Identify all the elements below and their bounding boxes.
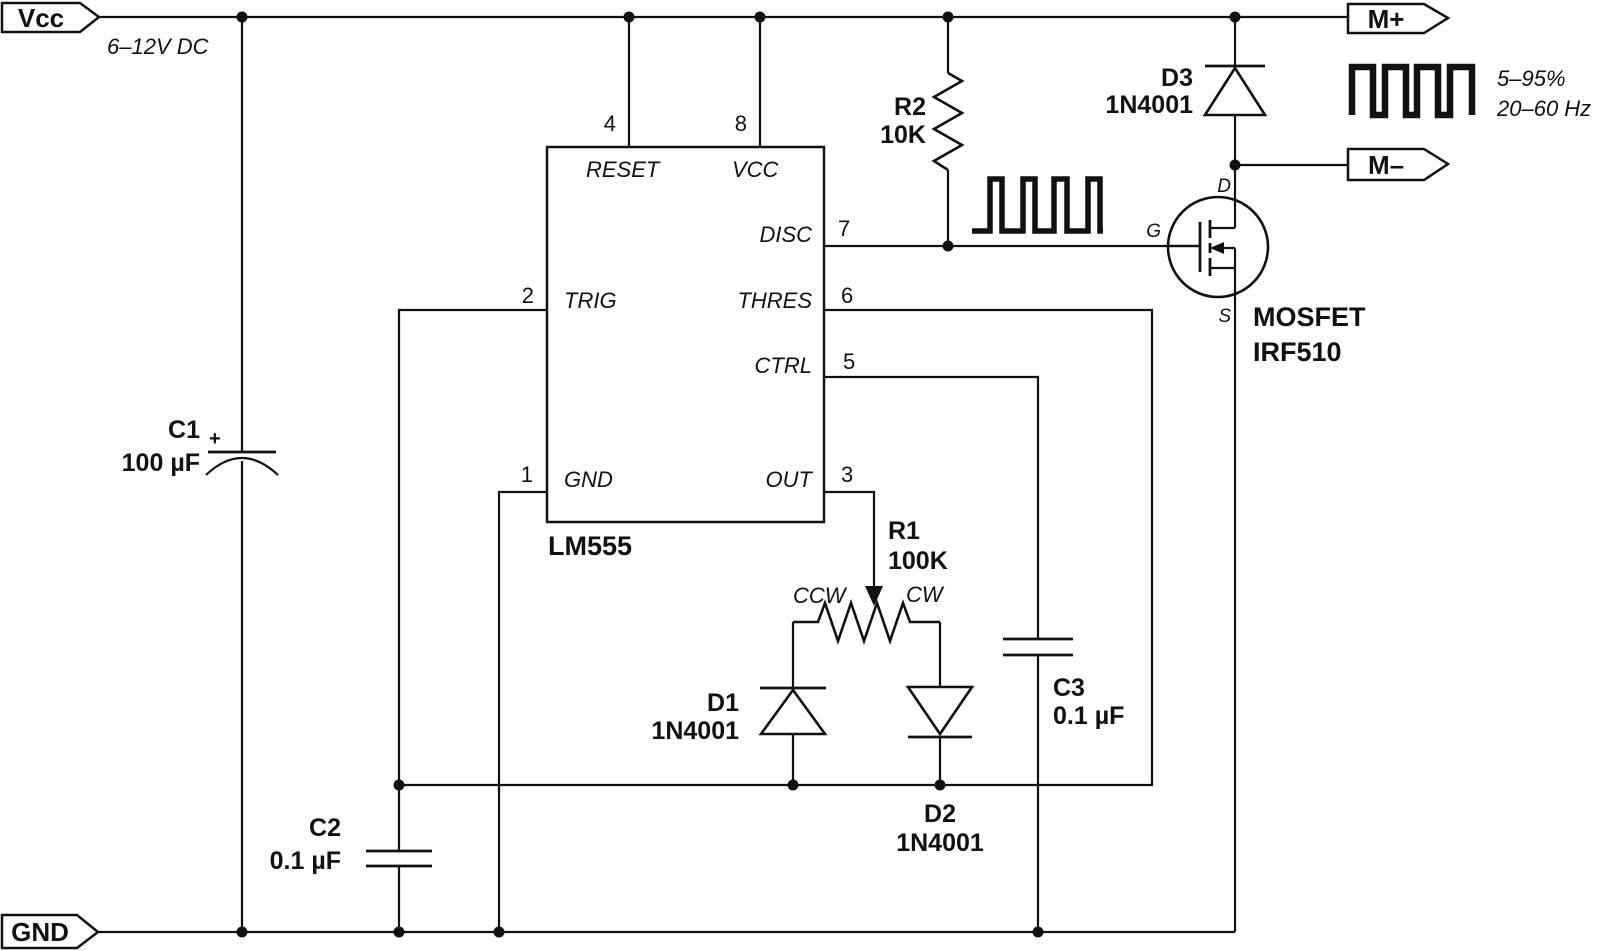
d3-part-label: 1N4001 bbox=[1105, 91, 1193, 119]
junction-dot bbox=[236, 11, 248, 23]
junction-dots bbox=[236, 11, 1241, 938]
r1-value-label: 100K bbox=[888, 547, 948, 575]
pwm-waveform-gate-icon bbox=[972, 176, 1103, 234]
r1-ccw-label: CCW bbox=[793, 583, 848, 608]
junction-dot bbox=[787, 779, 799, 791]
c3-plates bbox=[1003, 637, 1073, 657]
junction-dot bbox=[623, 11, 635, 23]
r1-cw-label: CW bbox=[906, 582, 945, 607]
pin-number-1: 1 bbox=[521, 462, 533, 487]
pwm-waveform-output-icon bbox=[1348, 63, 1476, 119]
c1-value-label: 100 µF bbox=[122, 449, 200, 477]
junction-dot bbox=[236, 926, 248, 938]
out-wiper-wire bbox=[824, 490, 876, 590]
pin-label-gnd: GND bbox=[564, 467, 613, 492]
thres-bus-wire bbox=[399, 308, 1154, 787]
mosfet-stubs bbox=[1210, 226, 1237, 270]
c2-plates bbox=[366, 849, 432, 868]
mosfet-gate-label: G bbox=[1146, 221, 1161, 242]
gnd-tag-label: GND bbox=[11, 917, 69, 947]
mosfet-drain-label: D bbox=[1217, 176, 1231, 197]
m-plus-tag-label: M+ bbox=[1368, 4, 1405, 34]
diode-d1-symbol bbox=[758, 686, 828, 736]
c3-ref-label: C3 bbox=[1053, 674, 1085, 702]
pin-number-3: 3 bbox=[841, 462, 853, 487]
junction-dot bbox=[1229, 159, 1241, 171]
d3-triangle bbox=[1202, 65, 1268, 117]
frequency-note: 20–60 Hz bbox=[1496, 96, 1591, 121]
c2-value-label: 0.1 µF bbox=[270, 847, 341, 875]
m-minus-tag-label: M– bbox=[1368, 150, 1404, 180]
d1-ref-label: D1 bbox=[707, 689, 739, 717]
d1-triangle bbox=[758, 687, 828, 736]
pin-label-ctrl: CTRL bbox=[755, 353, 812, 378]
mosfet-type-label: MOSFET bbox=[1253, 302, 1366, 332]
d2-ref-label: D2 bbox=[924, 800, 956, 828]
duty-cycle-note: 5–95% bbox=[1497, 66, 1566, 91]
trig-c2-wire bbox=[397, 308, 547, 932]
junction-dot bbox=[1032, 926, 1044, 938]
pin-number-7: 7 bbox=[838, 216, 850, 241]
mosfet-symbol bbox=[1165, 195, 1270, 299]
d2-triangle bbox=[905, 685, 975, 737]
r2-value-label: 10K bbox=[880, 121, 926, 149]
d1-part-label: 1N4001 bbox=[651, 717, 739, 745]
diode-d2-symbol bbox=[905, 685, 975, 739]
r1-ref-label: R1 bbox=[888, 517, 920, 545]
junction-dot bbox=[754, 11, 766, 23]
c2-ref-label: C2 bbox=[309, 814, 341, 842]
gnd-terminal-tag bbox=[0, 913, 101, 950]
pin-number-5: 5 bbox=[843, 349, 855, 374]
labels: Vcc GND M+ M– 6–12V DC 5–95% 20–60 Hz LM… bbox=[11, 3, 1591, 947]
capacitor-c3-symbol bbox=[1003, 637, 1073, 657]
m-plus-terminal-tag bbox=[1346, 2, 1451, 35]
junction-dot bbox=[393, 779, 405, 791]
pin-label-out: OUT bbox=[766, 467, 814, 492]
vcc-terminal-tag bbox=[0, 1, 102, 34]
pin-label-reset: RESET bbox=[586, 157, 661, 182]
c1-polarity-label: + bbox=[209, 428, 221, 450]
junction-dot bbox=[393, 926, 405, 938]
ic-lm555-body bbox=[545, 145, 826, 524]
mosfet-source-label: S bbox=[1218, 306, 1231, 327]
junction-dot bbox=[942, 11, 954, 23]
pin-label-thres: THRES bbox=[737, 288, 812, 313]
resistor-r2-symbol bbox=[931, 71, 965, 172]
junction-dot bbox=[493, 926, 505, 938]
ic-name-label: LM555 bbox=[548, 531, 632, 561]
junction-dot bbox=[942, 240, 954, 252]
capacitor-c1-symbol bbox=[205, 450, 279, 476]
mosfet-body-arrow bbox=[1210, 242, 1224, 254]
pin-number-8: 8 bbox=[735, 111, 747, 136]
pin-label-disc: DISC bbox=[759, 222, 812, 247]
c3-value-label: 0.1 µF bbox=[1053, 702, 1124, 730]
pin-label-vcc: VCC bbox=[732, 157, 779, 182]
pin-number-6: 6 bbox=[841, 283, 853, 308]
m-minus-terminal-tag bbox=[1346, 147, 1451, 182]
d2-part-label: 1N4001 bbox=[896, 829, 984, 857]
d3-ref-label: D3 bbox=[1161, 64, 1193, 92]
pin-label-trig: TRIG bbox=[564, 288, 617, 313]
ctrl-c3-wire bbox=[824, 375, 1040, 932]
c1-plate-curved bbox=[205, 456, 279, 476]
pin-number-2: 2 bbox=[522, 283, 534, 308]
gnd-pin-wire bbox=[497, 490, 547, 932]
junction-dot bbox=[934, 779, 946, 791]
capacitor-c2-symbol bbox=[366, 849, 432, 868]
vcc-tag-label: Vcc bbox=[18, 3, 64, 33]
mosfet-part-label: IRF510 bbox=[1253, 337, 1342, 367]
diode-d3-symbol bbox=[1202, 64, 1268, 117]
wires bbox=[98, 15, 1348, 934]
potentiometer-r1-symbol bbox=[793, 586, 940, 646]
r1-zigzag bbox=[793, 598, 940, 646]
pin-number-4: 4 bbox=[604, 111, 616, 136]
r2-ref-label: R2 bbox=[894, 93, 926, 121]
supply-range-note: 6–12V DC bbox=[107, 34, 209, 59]
junction-dot bbox=[1229, 11, 1241, 23]
r1-wiper-arrow bbox=[865, 586, 883, 606]
c1-ref-label: C1 bbox=[168, 416, 200, 444]
